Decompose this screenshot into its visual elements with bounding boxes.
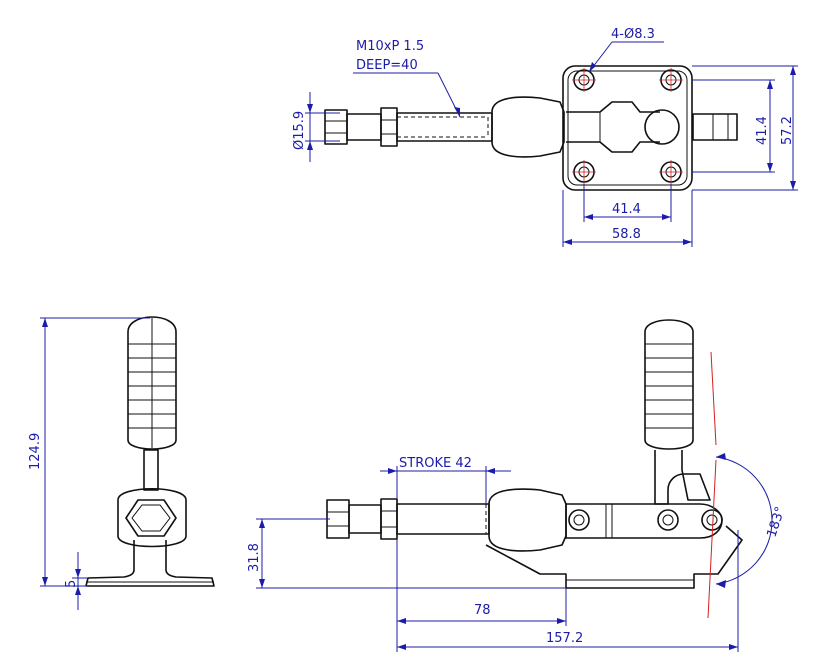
side-plunger-rod (396, 503, 490, 535)
rod-collar (380, 107, 398, 147)
side-rod-thread (348, 504, 382, 534)
end-view-stem (143, 449, 159, 491)
side-pin-right (701, 509, 723, 531)
hole-span-horizontal-label: 41.4 (612, 202, 641, 217)
side-view: 183° STROKE 42 31.8 78 157.2 (247, 319, 789, 652)
side-pin-mid (657, 509, 679, 531)
end-view-hex (125, 499, 177, 537)
hole-spec: 4-Ø8.3 (611, 27, 655, 42)
base-height-label: 57.2 (780, 116, 795, 145)
handle-angle-arc (715, 456, 773, 585)
linkage-arm-bottom (566, 141, 660, 153)
side-handle-arm (654, 450, 711, 505)
overall-height-label: 124.9 (28, 433, 43, 470)
end-view-body (117, 487, 187, 548)
hole-span-vertical-label: 41.4 (755, 116, 770, 145)
end-view: 124.9 5 (28, 316, 215, 610)
stroke-label: STROKE 42 (399, 456, 472, 471)
thread-depth: DEEP=40 (356, 58, 418, 73)
base-width-label: 58.8 (612, 227, 641, 242)
side-handle-grip (644, 319, 694, 450)
mounting-holes (572, 68, 683, 184)
base-plate (562, 65, 693, 191)
overall-length-label: 157.2 (546, 631, 583, 646)
base-thickness-label: 5 (64, 580, 79, 588)
rod-thread (346, 113, 382, 141)
handle-center-line-lower (707, 459, 717, 619)
side-rod-hex-nut (326, 499, 350, 539)
handle-angle-label: 183° (765, 505, 789, 539)
rod-height-label: 31.8 (247, 543, 262, 572)
side-rod-collar (380, 498, 398, 540)
side-base-bracket (485, 525, 743, 589)
linkage-arm-top (566, 101, 660, 113)
handle-center-line-upper (710, 351, 717, 446)
thread-spec: M10xP 1.5 (356, 39, 424, 54)
pivot-pin (644, 109, 680, 145)
top-view: M10xP 1.5 DEEP=40 4-Ø8.3 Ø15.9 41.4 57.2 (292, 27, 798, 247)
rod-hex-nut (324, 109, 348, 145)
grip-sleeve (491, 96, 565, 158)
end-view-base (85, 540, 215, 587)
handle-stub (692, 113, 738, 141)
side-pin-left (568, 509, 590, 531)
rod-diameter-label: Ø15.9 (292, 111, 307, 150)
side-grip-sleeve (488, 488, 567, 552)
rod-extension-label: 78 (474, 603, 491, 618)
